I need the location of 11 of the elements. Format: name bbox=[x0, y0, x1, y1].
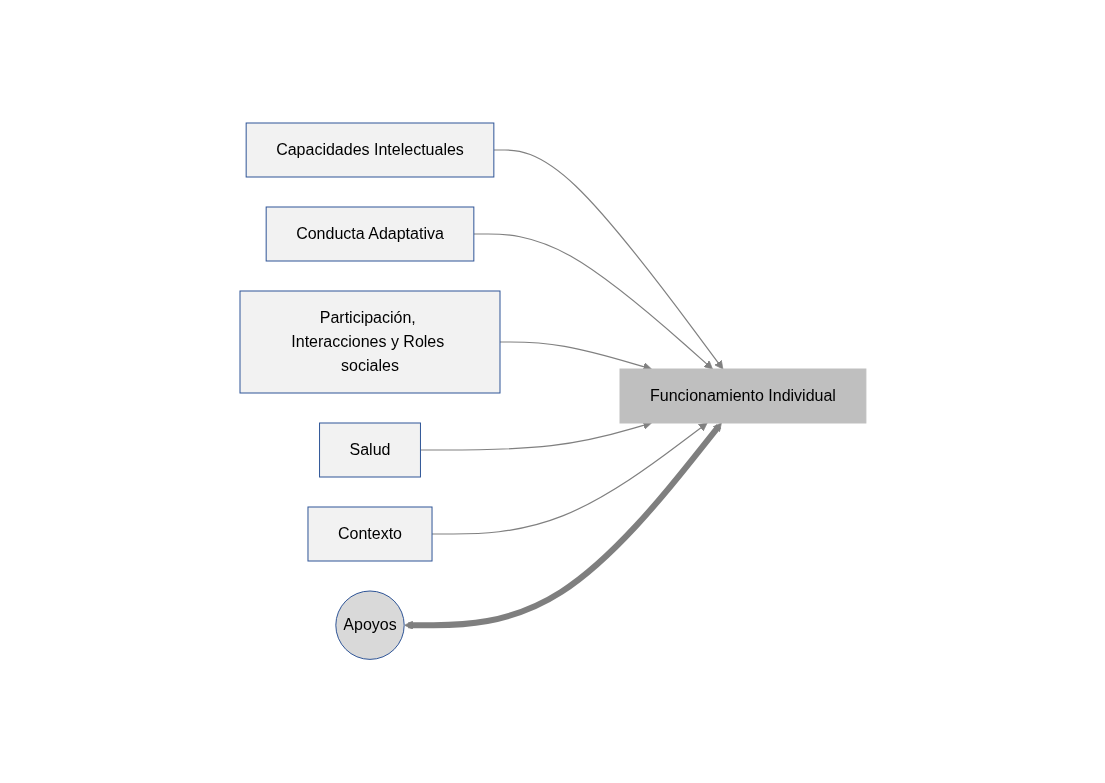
arrow bbox=[403, 422, 722, 630]
node-circle: Apoyos bbox=[334, 590, 405, 661]
node-box: Salud bbox=[318, 422, 421, 478]
arrow bbox=[492, 149, 723, 370]
node-box: Capacidades Intelectuales bbox=[245, 122, 494, 178]
node-box: Participación, Interacciones y Roles sociales bbox=[239, 290, 501, 394]
node-box: Funcionamiento Individual bbox=[619, 368, 866, 424]
arrow bbox=[430, 422, 708, 535]
node-box: Contexto bbox=[307, 506, 433, 562]
arrow bbox=[472, 233, 713, 370]
node-box: Conducta Adaptativa bbox=[265, 206, 474, 262]
